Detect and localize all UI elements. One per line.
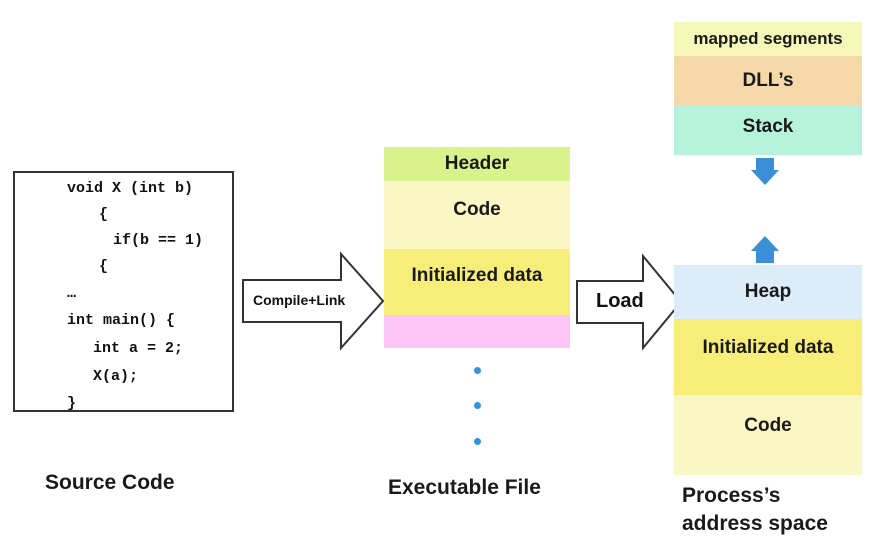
- dlls-label: DLL’s: [742, 70, 794, 91]
- process-initialized-data-segment: Initialized data: [674, 319, 862, 395]
- code-line: {: [81, 206, 109, 223]
- code-line: int a = 2;: [75, 340, 184, 357]
- load-arrow: [576, 253, 683, 351]
- heap-grow-up-icon: [751, 236, 779, 263]
- process-code-segment: Code: [674, 395, 862, 475]
- exec-extra-segment: [384, 315, 570, 348]
- code-line: if(b == 1): [86, 232, 204, 249]
- exec-header-segment: Header: [384, 147, 570, 181]
- code-line: {: [81, 258, 109, 275]
- executable-file-caption: Executable File: [388, 476, 541, 499]
- heap-label: Heap: [744, 281, 792, 302]
- code-line: }: [67, 395, 77, 412]
- process-initialized-data-label: Initialized data: [702, 337, 834, 358]
- ellipsis-dot: [474, 367, 481, 374]
- code-line: X(a);: [75, 368, 139, 385]
- stack-label: Stack: [742, 116, 794, 137]
- code-line: void X (int b): [67, 180, 194, 197]
- process-code-label: Code: [744, 415, 792, 436]
- stack-segment: Stack: [674, 106, 862, 155]
- exec-initialized-data-segment: Initialized data: [384, 249, 570, 315]
- heap-segment: Heap: [674, 265, 862, 319]
- exec-header-label: Header: [444, 153, 510, 174]
- compile-link-label: Compile+Link: [253, 292, 346, 308]
- process-caption-line1: Process’s: [682, 484, 781, 507]
- dlls-segment: DLL’s: [674, 56, 862, 106]
- mapped-segments-label: mapped segments: [693, 29, 843, 48]
- exec-code-segment: Code: [384, 181, 570, 249]
- source-code-caption: Source Code: [45, 471, 175, 494]
- exec-code-label: Code: [453, 199, 501, 220]
- load-label: Load: [596, 290, 644, 312]
- exec-initialized-data-label: Initialized data: [411, 265, 543, 286]
- ellipsis-dot: [474, 438, 481, 445]
- stack-grow-down-icon: [751, 158, 779, 185]
- code-line: …: [67, 285, 77, 302]
- mapped-segments-segment: mapped segments: [674, 22, 862, 56]
- compile-link-arrow: [242, 251, 385, 351]
- process-caption-line2: address space: [682, 512, 828, 535]
- source-code-box: void X (int b) { if(b == 1) { … int main…: [13, 171, 234, 412]
- code-line: int main() {: [67, 312, 176, 329]
- ellipsis-dot: [474, 402, 481, 409]
